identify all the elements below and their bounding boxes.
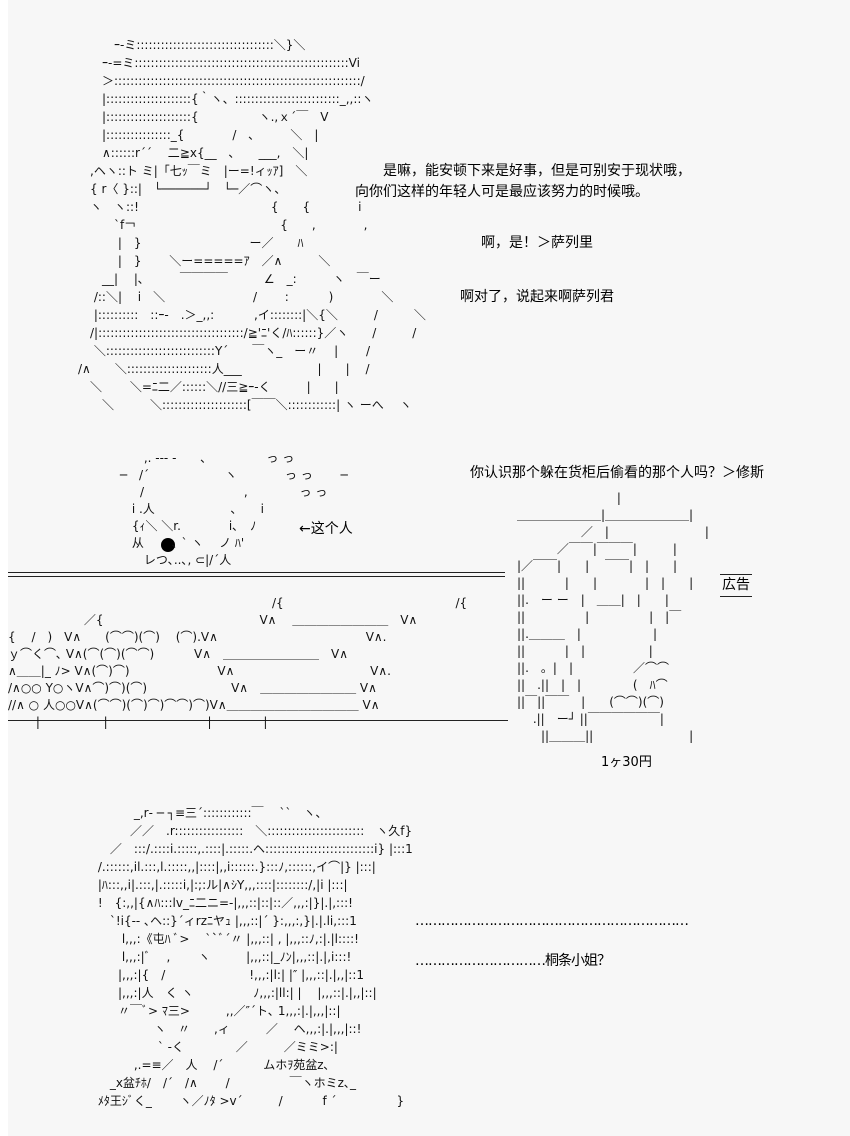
- ad-sign: 広告: [720, 574, 752, 597]
- panel1-dialog-3: 啊对了，说起来啊萨列君: [460, 289, 614, 305]
- panel2-dialog: 你认识那个躲在货柜后偷看的那个人吗？＞修斯: [470, 465, 764, 481]
- art-line: ／ :::/.::::i.:::::,.::::|.:::::.ヘ:::::::…: [70, 842, 413, 856]
- art-line: ＿＿＿＿＿＿＿|＿＿＿＿＿＿＿|: [505, 508, 694, 522]
- art-line: /::＼| i ＼ / : ) ＼: [78, 290, 394, 304]
- art-line: ||. 。| | ／⌒⌒: [505, 661, 669, 675]
- art-line: /{ /{: [8, 596, 468, 610]
- art-line: |: [505, 491, 621, 505]
- panel3-dialog-2: …………………………桐条小姐？: [415, 953, 611, 969]
- art-line: ＼ ＼=ﾆ二／::::::＼//三≧ｰ-く | |: [78, 380, 339, 394]
- art-line: ,ヘヽ::ト ミ|「七ｯ￣ミ |ー=!ィｯｱ] ＼: [78, 164, 308, 178]
- art-line: /.::::::,il.:::,l.:::::,,|::::|,,i::::::…: [70, 860, 376, 874]
- art-line: _x盆ﾁﾎ/ /´ /∧ / ￣ヽホミz､_: [70, 1076, 356, 1090]
- panel1-character-art: ｰ-ミ::::::::::::::::::::::::::::::::::＼}＼…: [78, 36, 426, 414]
- art-line: レつ､..､, ⊂|/´人: [8, 553, 232, 567]
- art-line: ｰ-=ミ::::::::::::::::::::::::::::::::::::…: [78, 56, 360, 70]
- art-line: 从 ､ ` ヽ ノ ﾊ': [8, 536, 245, 550]
- page-margin: [0, 0, 8, 1136]
- art-line: 〃￣ﾞ> ﾏ三> ,,／″´ト､ 1,,,:|.|,,,|::|: [70, 1004, 341, 1018]
- art-line: ||￣||￣￣ | (⌒⌒)(⌒): [505, 695, 664, 709]
- art-line: { r〈 }::| └──────┘ └─／⌒ヽ、: [78, 182, 287, 196]
- art-line: /∧○○ Y○ヽV∧⌒)⌒)(⌒) V∧ ＿＿＿＿＿＿＿＿ V∧: [8, 681, 377, 695]
- art-line: ／{ V∧ ＿＿＿＿＿＿＿＿ V∧: [8, 613, 418, 627]
- art-line: | } ー／ ﾊ: [78, 236, 304, 250]
- art-line: |,,,:|人 く ヽ ﾉ,,,:|ll:| | |,,,::|.|,,|::|: [70, 986, 377, 1000]
- art-line: ─ /´ ヽ っ っ ─: [8, 468, 348, 482]
- art-line: |:::::::::::::::::::::{｀ヽ、::::::::::::::…: [78, 92, 374, 106]
- art-line: ∧::::::r´ˊ 二≧x{__ ､ ___, ＼|: [78, 146, 309, 160]
- panel1-dialog-2: 啊，是！＞萨列里: [481, 235, 593, 251]
- art-line: `f￢ { , ,: [78, 218, 368, 232]
- art-line: ∧＿＿|_ ﾉ> V∧(⌒)⌒) V∧ V∧.: [8, 664, 391, 678]
- art-line: ヽ 〃 ,ィ ／ ヘ,,,:|.|,,,|::!: [70, 1022, 362, 1036]
- art-line: / , っ っ: [8, 485, 328, 499]
- art-line: | | | |: [8, 715, 268, 729]
- art-line: ／ | |: [505, 525, 709, 539]
- art-line: /|::::::::::::::::::::::::::::::::::::/≧…: [78, 326, 417, 340]
- art-line: ` -く ／ ／ミミ>:|: [70, 1040, 338, 1054]
- art-line: ||.＿＿＿ | |: [505, 627, 657, 641]
- art-line: ||＿＿＿|| |: [505, 729, 694, 743]
- counter-top-line: [8, 572, 505, 577]
- panel3-character-art: _,r‐ ─ ┐≡三´::::::::::::￣ `` ヽ、 ／／ .r::::…: [70, 804, 413, 1110]
- panel3-dialog-1: ………………………………………………………: [415, 913, 689, 929]
- art-line: ＼:::::::::::::::::::::::::::Y´ ￣ヽ_ ー〃 | …: [78, 344, 371, 358]
- art-line: /∧ ＼:::::::::::::::::::::人___ | | /: [78, 362, 370, 376]
- pointer-label: ←这个人: [299, 521, 353, 537]
- art-line: ﾒﾀ王ｼﾞく_ ヽ／ﾉﾀ >v´ / f ´ }: [70, 1094, 405, 1108]
- panel2-store-art: | ＿＿＿＿＿＿＿|＿＿＿＿＿＿＿| ／ | | ／￣￣|￣￣￣| | |／￣￣…: [505, 490, 709, 745]
- panel1-dialog-1: 是嘛，能安顿下来是好事，但是可别安于现状哦， 向你们这样的年轻人可是最应该努力的…: [355, 163, 691, 200]
- art-line: |,,,:|{ / !,,,:|l:| |″ |,,,::|.|,,|::1: [70, 968, 365, 982]
- art-line: .|| ー┘ ||￣￣￣￣￣￣|: [505, 712, 664, 726]
- art-line: ＼ ＼:::::::::::::::::::::[￣￣＼::::::::::::…: [78, 398, 412, 412]
- art-line: || .|| | | ( ﾊ⌒: [505, 678, 668, 692]
- art-line: |ﾊ:::,,i|.:::,|.:::::i,|:;:ル|∧ｼY,,,::::|…: [70, 878, 348, 892]
- art-line: ! {:,,|{∧ﾊ:::lv_ﾆ二ニ=‐|,,,::|::|::／,,,:|}…: [70, 896, 353, 910]
- art-line: l,,,:|ﾞ , ヽ |,,,::|_ﾉﾝ|,,,::|.|,i:::!: [70, 950, 352, 964]
- art-line: //∧ ○ 人○○V∧(⌒⌒)(⌒)⌒)⌒⌒)⌒)V∧＿＿＿＿＿＿＿＿＿＿＿ V…: [8, 698, 380, 712]
- art-line: { / ) V∧ (⌒⌒)(⌒) (⌒).V∧ V∧.: [8, 630, 387, 644]
- art-line: ／／ .r::::::::::::::::: ＼::::::::::::::::…: [70, 824, 413, 838]
- art-line: | } ＼ー=====ｱ ／∧ ＼: [78, 254, 331, 268]
- art-line: ＞:::::::::::::::::::::::::::::::::::::::…: [78, 74, 365, 88]
- art-line: || | | |￣: [505, 610, 682, 624]
- panel2-peeking-character-art: ,. -‐‐ - ､ っ っ ─ /´ ヽ っ っ ─ / , っ っ i .人…: [8, 450, 348, 569]
- art-line: ,.=≡／ 人 /´ ムホｦ苑盆z､: [70, 1058, 330, 1072]
- art-line: ,. -‐‐ - ､ っ っ: [8, 451, 295, 465]
- art-line: |／￣￣| | ￣￣| | |: [505, 559, 678, 573]
- art-line: _,r‐ ─ ┐≡三´::::::::::::￣ `` ヽ、: [70, 806, 328, 820]
- price-label: 1ヶ30円: [601, 755, 652, 770]
- eye-dot: [161, 538, 175, 552]
- art-line: `!i{‐- ､ヘ::}´ィrzﾆヤｭ |,,,::|´ }:,,,:,}|.|…: [70, 914, 357, 928]
- art-line: ｙ⌒く⌒､ V∧(⌒(⌒)(⌒⌒) V∧ ＿＿＿＿＿＿＿＿ V∧: [8, 647, 349, 661]
- art-line: |:::::::::::::::::::::{ ヽ.,ｘ´￣ V: [78, 110, 329, 124]
- art-line: ／￣￣|￣￣￣| |: [505, 542, 677, 556]
- art-line: __| |､ ￣￣￣￣ ∠ _: ヽ ￣ー: [78, 272, 381, 286]
- panel2-shelf-art: /{ /{ ／{ V∧ ＿＿＿＿＿＿＿＿ V∧ { / ) V∧ (⌒⌒)(⌒) …: [8, 595, 467, 731]
- art-line: ｰ-ミ::::::::::::::::::::::::::::::::::＼}＼: [78, 38, 306, 52]
- art-line: ||. ー ー | ＿＿| | |: [505, 593, 669, 607]
- art-line: || | | |: [505, 644, 653, 658]
- shelf-bottom-line: [8, 720, 508, 721]
- art-line: {ｨ＼ ＼r. i､ ﾉ: [8, 519, 257, 533]
- art-line: ヽ ヽ::! { { i: [78, 200, 362, 214]
- art-line: || | | | | |: [505, 576, 694, 590]
- art-line: i .人 ､ i: [8, 502, 264, 516]
- art-line: |::::::::::::::::_{ / ､ ＼ |: [78, 128, 319, 142]
- art-line: l,,,:《屯ﾊ ﾞ> ``ﾞ´〃 |,,,::| , |,,,::ﾉ,:|.|…: [70, 932, 359, 946]
- art-line: |:::::::::: ::ｰ- .＞_,,: ,イ::::::::|＼{＼ /…: [78, 308, 426, 322]
